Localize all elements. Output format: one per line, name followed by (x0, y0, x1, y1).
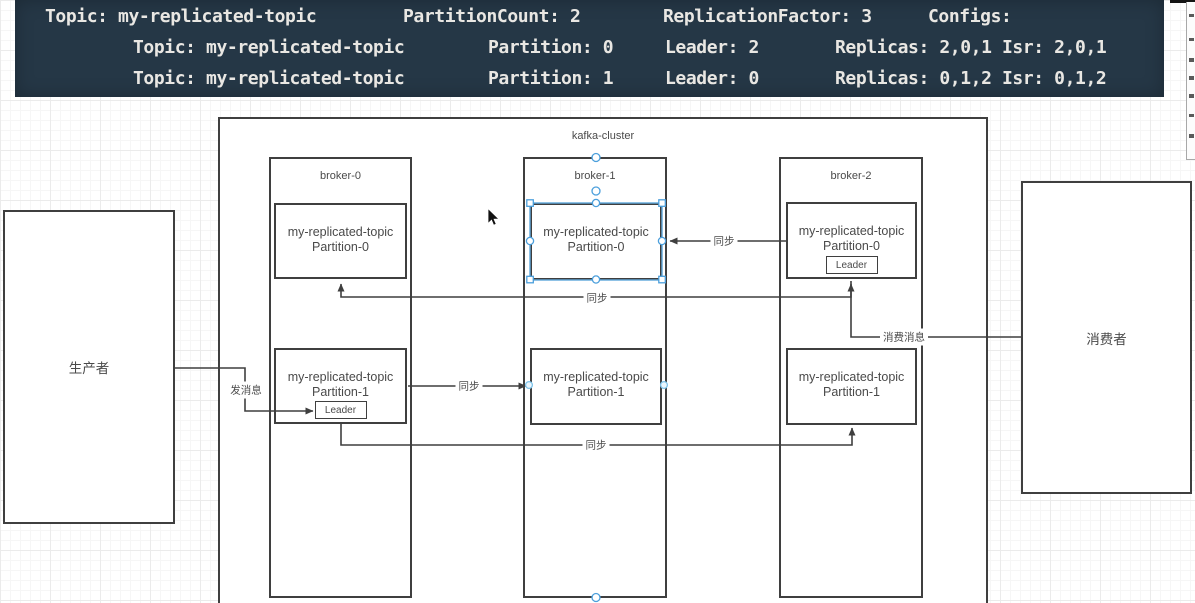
kafka-cluster-label: kafka-cluster (571, 130, 635, 142)
topic-summary: Topic: my-replicated-topic (45, 6, 317, 27)
leader-badge[interactable]: Leader (825, 256, 878, 274)
broker-0-label: broker-0 (320, 170, 361, 182)
partition-name: Partition-1 (312, 385, 369, 399)
edge-label-sync[interactable]: 同步 (582, 436, 610, 454)
consumer-box[interactable]: 消费者 (1021, 181, 1192, 494)
partition-name: Partition-0 (312, 240, 369, 254)
broker0-partition1-box[interactable]: my-replicated-topic Partition-1 Leader (274, 348, 407, 424)
partition-name: Partition-0 (567, 240, 625, 254)
partition-topic: my-replicated-topic (798, 370, 905, 384)
partition1-leader: Leader: 0 (665, 68, 759, 89)
window-edge (1170, 0, 1195, 3)
producer-box[interactable]: 生产者 (3, 210, 175, 524)
broker2-partition1-box[interactable]: my-replicated-topic Partition-1 (786, 348, 917, 425)
partition1-field: Partition: 1 (488, 68, 614, 89)
topic-row-partition0: Topic: my-replicated-topic (133, 37, 405, 58)
partition-topic: my-replicated-topic (543, 225, 649, 239)
edge-label-sync[interactable]: 同步 (455, 377, 483, 395)
partition0-leader: Leader: 2 (665, 37, 759, 58)
broker-2-label: broker-2 (830, 170, 872, 182)
partition-topic: my-replicated-topic (287, 370, 394, 384)
partition-name: Partition-0 (823, 239, 880, 253)
partition-topic: my-replicated-topic (798, 224, 905, 238)
leader-badge[interactable]: Leader (314, 401, 367, 419)
partition-topic: my-replicated-topic (287, 225, 394, 239)
partition-topic: my-replicated-topic (543, 370, 649, 384)
partition1-replicas-isr: Replicas: 0,1,2 Isr: 0,1,2 (835, 68, 1107, 89)
edge-label-sync[interactable]: 同步 (583, 289, 611, 307)
topic-row-partition1: Topic: my-replicated-topic (133, 68, 405, 89)
terminal-output: Topic: my-replicated-topic PartitionCoun… (15, 0, 1164, 97)
edge-label-sync[interactable]: 同步 (710, 232, 738, 250)
partition-name: Partition-1 (567, 385, 625, 399)
edge-label-send-message[interactable]: 发消息 (227, 381, 265, 399)
partition0-replicas-isr: Replicas: 2,0,1 Isr: 2,0,1 (835, 37, 1107, 58)
broker0-partition0-box[interactable]: my-replicated-topic Partition-0 (274, 203, 407, 279)
partition0-field: Partition: 0 (488, 37, 614, 58)
consumer-label: 消费者 (1086, 331, 1127, 347)
producer-label: 生产者 (68, 361, 110, 376)
broker1-partition1-box[interactable]: my-replicated-topic Partition-1 (530, 348, 662, 425)
broker-1-label: broker-1 (574, 170, 616, 182)
right-panel-strip[interactable] (1186, 2, 1195, 160)
replication-factor: ReplicationFactor: 3 (663, 6, 872, 27)
edge-label-consume-message[interactable]: 消费消息 (880, 328, 928, 346)
configs: Configs: (928, 6, 1012, 27)
broker1-partition0-box[interactable]: my-replicated-topic Partition-0 (530, 203, 662, 280)
partition-name: Partition-1 (823, 385, 880, 399)
broker2-partition0-box[interactable]: my-replicated-topic Partition-0 Leader (786, 202, 917, 279)
partition-count: PartitionCount: 2 (403, 6, 581, 27)
